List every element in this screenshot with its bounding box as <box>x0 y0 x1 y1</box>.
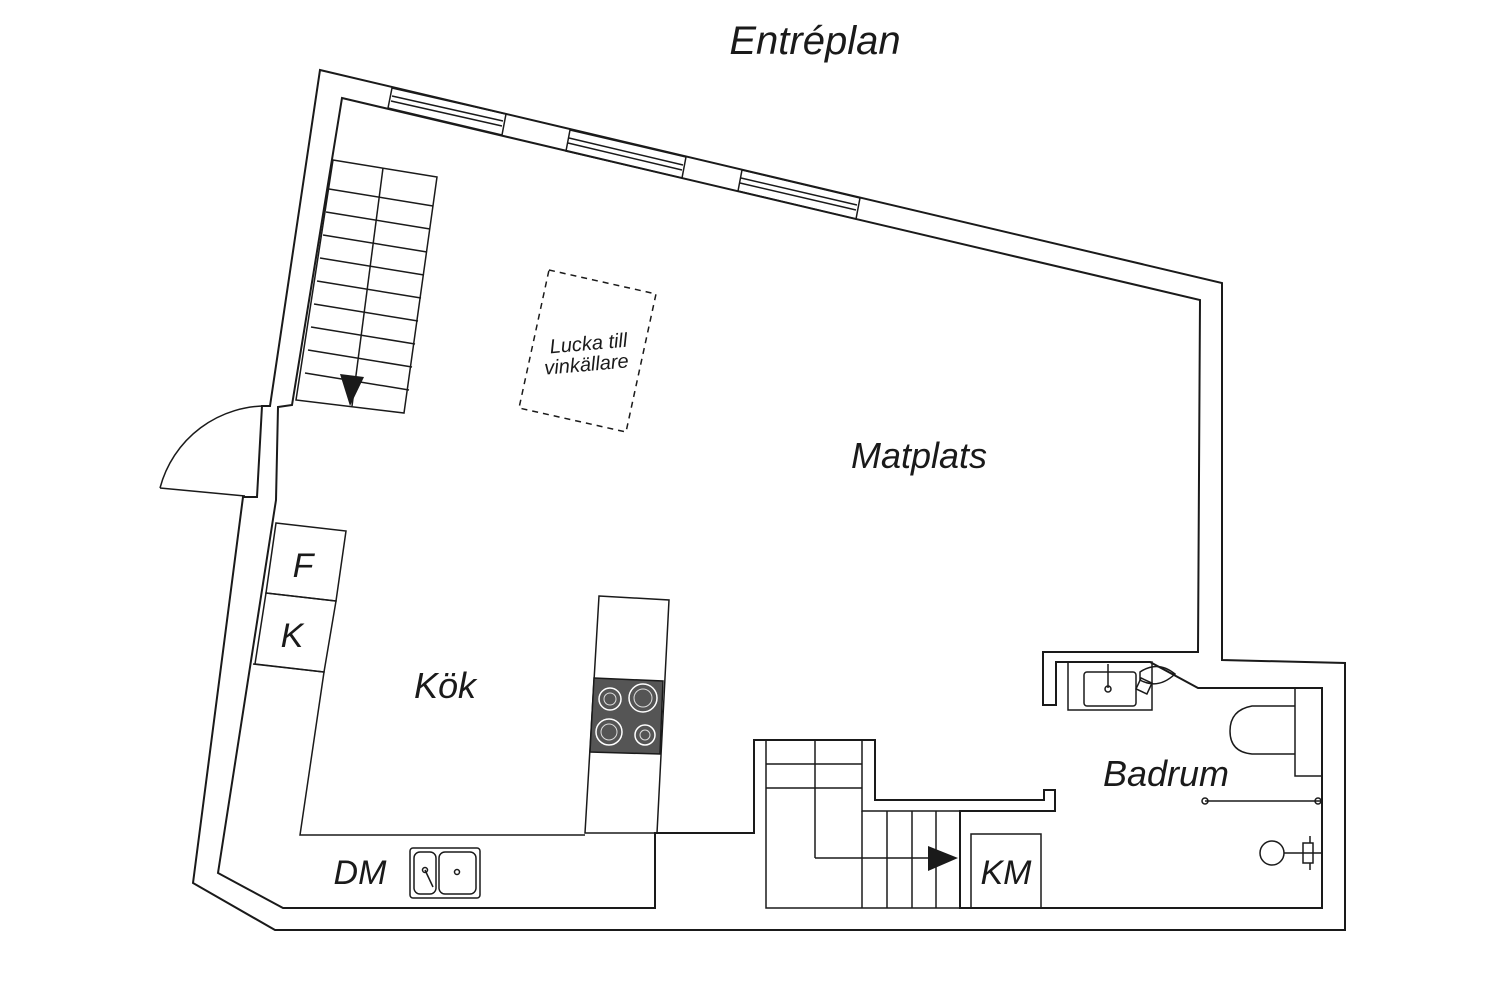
washing-machine: KM <box>970 833 1042 909</box>
kitchen-island <box>584 595 670 834</box>
room-label-kok: Kök <box>414 665 478 706</box>
toilet-icon <box>1229 687 1323 777</box>
shower-icon <box>1201 797 1322 870</box>
room-label-badrum: Badrum <box>1103 753 1229 794</box>
stove-icon <box>589 677 664 755</box>
plan-title: Entréplan <box>729 19 900 63</box>
window <box>565 129 687 179</box>
kitchen-sink-icon <box>409 847 481 899</box>
cellar-hatch: Lucka till vinkällare <box>518 269 657 433</box>
windows <box>387 87 861 220</box>
inner-wall <box>216 96 1323 909</box>
dishwasher-label: DM <box>334 854 388 892</box>
washing-machine-label: KM <box>981 854 1033 892</box>
stair-arrow-icon <box>928 846 958 871</box>
staircase-upper <box>295 159 438 414</box>
entrance-door <box>159 405 271 497</box>
kitchen-counter: F K <box>252 522 585 836</box>
washbasin-icon <box>1067 661 1153 711</box>
window <box>737 169 861 220</box>
fridge-label: K <box>281 617 305 655</box>
room-label-matplats: Matplats <box>851 435 987 476</box>
bathroom-fixtures <box>1067 661 1323 870</box>
stair-arrow-icon <box>340 374 364 406</box>
window <box>387 87 507 136</box>
staircase-lower <box>765 740 961 909</box>
freezer-label: F <box>293 547 316 585</box>
